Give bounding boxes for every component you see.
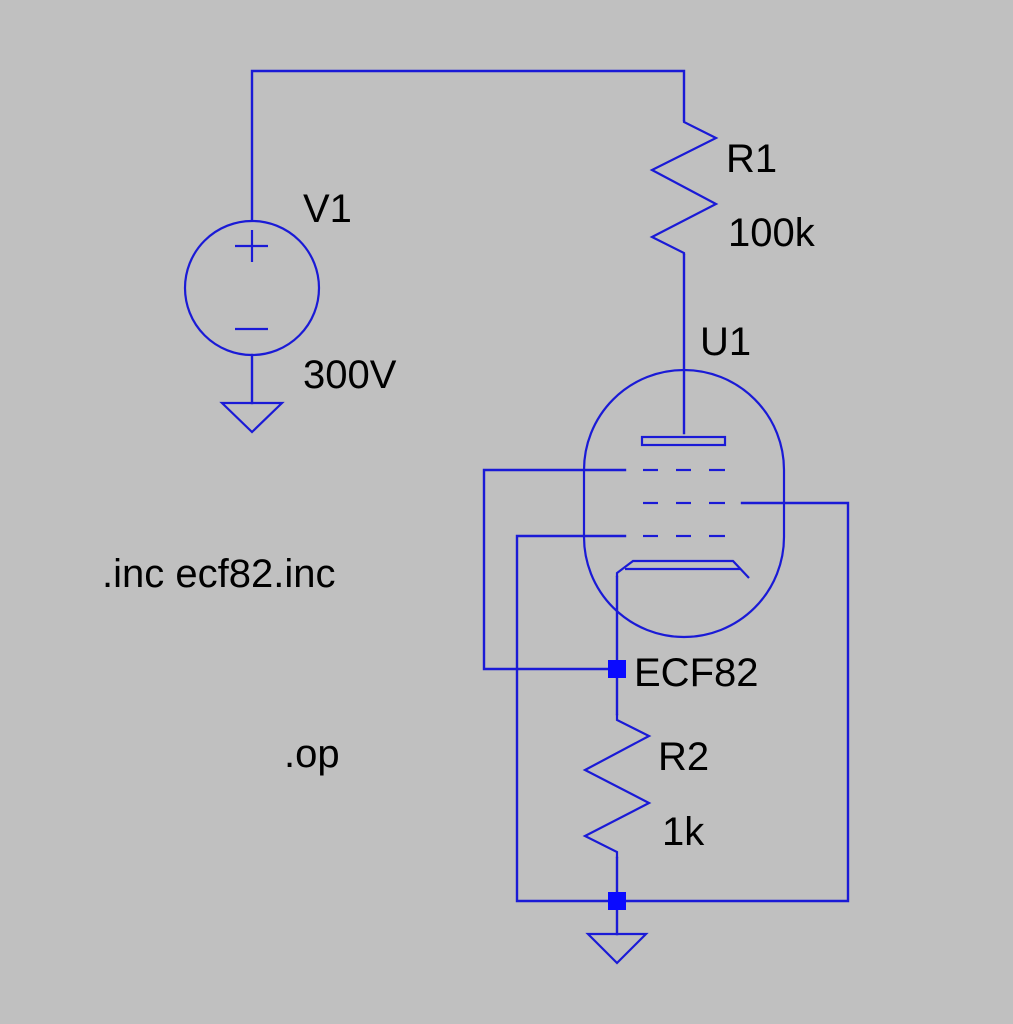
voltage-source-v1[interactable] <box>183 219 321 357</box>
tube-cathode <box>615 559 750 579</box>
u1-name-label[interactable]: U1 <box>700 320 751 364</box>
r2-value-label[interactable]: 1k <box>662 810 705 854</box>
wire-grid1-ground[interactable] <box>615 501 850 903</box>
resistor-r2[interactable] <box>582 714 652 858</box>
tube-u1[interactable] <box>582 368 786 639</box>
v1-name-label[interactable]: V1 <box>303 187 352 231</box>
wire-grid2-cathode[interactable] <box>482 468 627 671</box>
junction-cathode <box>608 660 626 678</box>
ground-icon <box>219 401 285 434</box>
r1-value-label[interactable]: 100k <box>728 211 816 255</box>
wire-grid3-ground[interactable] <box>515 534 627 903</box>
r1-name-label[interactable]: R1 <box>726 137 777 181</box>
tube-envelope <box>582 368 786 639</box>
ground-icon <box>585 932 649 965</box>
wire-supply[interactable] <box>250 69 686 221</box>
op-directive[interactable]: .op <box>284 732 340 776</box>
v1-value-label[interactable]: 300V <box>303 353 397 397</box>
r2-name-label[interactable]: R2 <box>658 735 709 779</box>
tube-plate <box>640 435 727 447</box>
include-directive[interactable]: .inc ecf82.inc <box>102 552 335 596</box>
junction-ground <box>608 892 626 910</box>
u1-value-label[interactable]: ECF82 <box>634 651 759 695</box>
resistor-r1[interactable] <box>649 120 719 255</box>
